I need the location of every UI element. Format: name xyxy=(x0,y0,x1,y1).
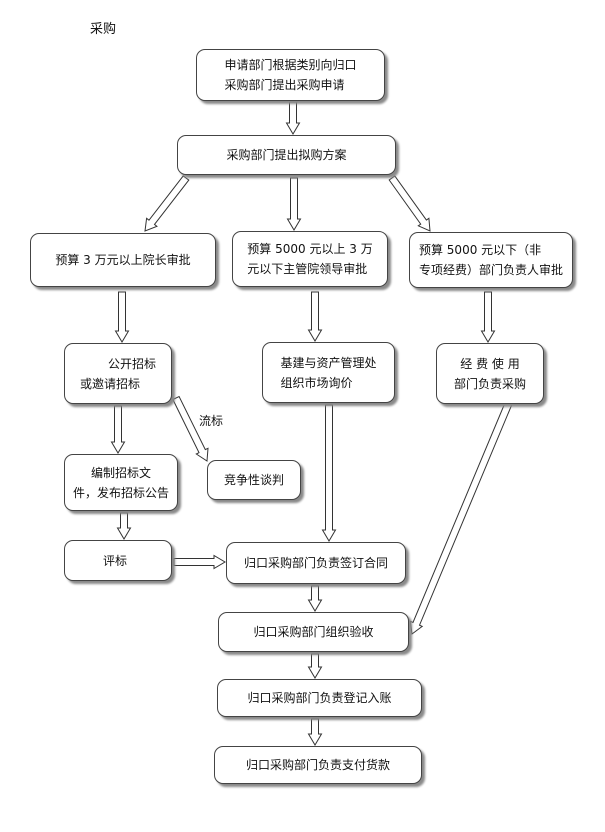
arrow-budget-low-to-dept xyxy=(480,291,496,343)
arrow-docs-to-evaluation xyxy=(116,512,132,540)
node-budget-high-label: 预算 3 万元以上院长审批 xyxy=(55,253,191,267)
node-acceptance: 归口采购部门组织验收 xyxy=(218,612,409,652)
page-title: 采购 xyxy=(90,22,117,37)
node-budget-low-line2: 专项经费）部门负责人审批 xyxy=(418,263,563,277)
edge-label-failed-tender: 流标 xyxy=(199,414,224,428)
arrow-plan-to-budget-mid xyxy=(286,177,302,231)
node-budget-mid: 预算 5000 元以上 3 万 元以下主管院领导审批 xyxy=(232,231,388,287)
node-public-tender-line2: 或邀请招标 xyxy=(79,376,140,391)
node-negotiation: 竞争性谈判 xyxy=(207,460,301,500)
node-acceptance-label: 归口采购部门组织验收 xyxy=(253,625,374,639)
node-tender-docs-line1: 编制招标文 xyxy=(90,465,151,480)
node-contract: 归口采购部门负责签订合同 xyxy=(226,542,406,584)
node-budget-high: 预算 3 万元以上院长审批 xyxy=(30,233,216,287)
arrow-tender-to-negotiation xyxy=(172,395,209,462)
node-purchase-plan: 采购部门提出拟购方案 xyxy=(177,135,396,175)
arrow-plan-to-budget-low xyxy=(388,175,431,232)
node-evaluation-label: 评标 xyxy=(103,553,128,568)
node-budget-low: 预算 5000 元以下（非 专项经费）部门负责人审批 xyxy=(409,232,573,288)
node-evaluation: 评标 xyxy=(64,540,172,581)
node-budget-mid-line2: 元以下主管院领导审批 xyxy=(247,262,368,276)
node-dept-purchase-line2: 部门负责采购 xyxy=(453,376,526,391)
node-public-tender: 公开招标 或邀请招标 xyxy=(64,343,172,404)
node-negotiation-label: 竞争性谈判 xyxy=(223,473,284,487)
node-registration-label: 归口采购部门负责登记入账 xyxy=(247,691,392,705)
node-asset-inquiry: 基建与资产管理处 组织市场询价 xyxy=(262,342,395,403)
node-asset-inquiry-line1: 基建与资产管理处 xyxy=(280,355,377,370)
arrow-budget-high-to-tender xyxy=(114,291,130,343)
node-purchase-request-line1: 申请部门根据类别向归口 xyxy=(224,58,357,72)
node-purchase-request: 申请部门根据类别向归口 采购部门提出采购申请 xyxy=(196,49,385,101)
arrow-budget-mid-to-inquiry xyxy=(307,291,323,342)
arrow-tender-to-docs xyxy=(110,405,126,454)
node-tender-docs: 编制招标文 件，发布招标公告 xyxy=(64,454,178,511)
arrow-contract-to-acceptance xyxy=(307,585,323,612)
arrow-plan-to-budget-high xyxy=(144,175,190,232)
node-registration: 归口采购部门负责登记入账 xyxy=(217,679,422,717)
arrow-evaluation-to-contract xyxy=(173,554,226,570)
node-budget-low-line1: 预算 5000 元以下（非 xyxy=(418,243,542,257)
node-contract-label: 归口采购部门负责签订合同 xyxy=(243,556,388,570)
arrow-registration-to-payment xyxy=(307,718,323,746)
node-payment-label: 归口采购部门负责支付货款 xyxy=(245,758,390,772)
node-tender-docs-line2: 件，发布招标公告 xyxy=(72,485,169,500)
arrow-dept-to-acceptance xyxy=(409,385,519,635)
node-public-tender-line1: 公开招标 xyxy=(107,356,156,371)
node-purchase-plan-label: 采购部门提出拟购方案 xyxy=(226,148,347,162)
node-asset-inquiry-line2: 组织市场询价 xyxy=(280,375,353,390)
arrow-request-to-plan xyxy=(285,101,301,135)
node-dept-purchase: 经 费 使 用 部门负责采购 xyxy=(436,343,544,404)
node-purchase-request-line2: 采购部门提出采购申请 xyxy=(224,78,345,92)
node-budget-mid-line1: 预算 5000 元以上 3 万 xyxy=(247,242,373,256)
arrow-acceptance-to-registration xyxy=(307,653,323,679)
node-dept-purchase-line1: 经 费 使 用 xyxy=(460,356,520,371)
node-payment: 归口采购部门负责支付货款 xyxy=(214,746,422,784)
arrow-inquiry-to-contract xyxy=(321,404,337,542)
